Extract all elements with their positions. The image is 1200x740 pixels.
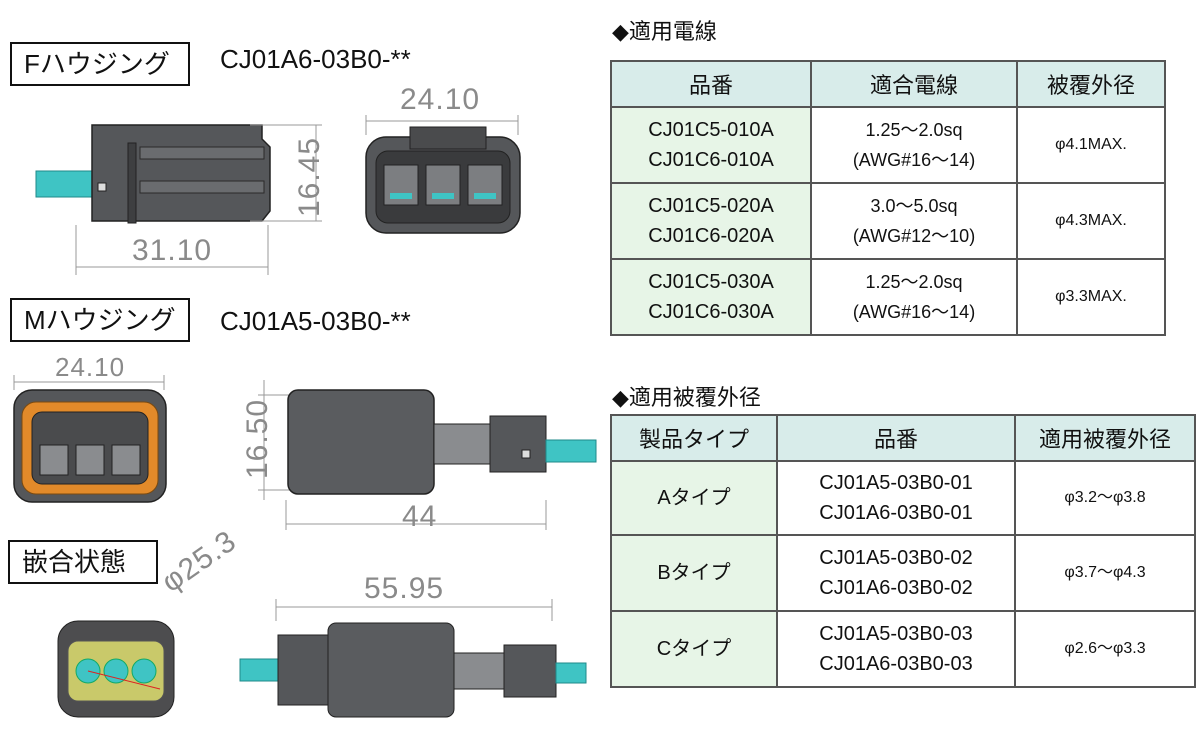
outer-diameter-cell: φ3.2～φ3.8 bbox=[1014, 460, 1196, 536]
mated-front-view bbox=[57, 620, 175, 718]
f-housing-front-view bbox=[365, 126, 521, 234]
mated-drawings bbox=[57, 599, 587, 718]
wire-size-cell: 3.0～5.0sq(AWG#12～10) bbox=[810, 182, 1018, 260]
wire-size-cell: 1.25～2.0sq(AWG#16～14) bbox=[810, 258, 1018, 336]
outer-diameter-cell: φ3.7～φ4.3 bbox=[1014, 534, 1196, 612]
f-housing-side-view bbox=[35, 124, 271, 224]
wire-table-header: 適合電線 bbox=[810, 60, 1018, 108]
f-housing-drawings bbox=[35, 115, 521, 275]
m-housing-front-view bbox=[13, 389, 167, 503]
f-housing-height-dim: 16.45 bbox=[293, 136, 327, 218]
m-housing-part-number: CJ01A5-03B0-** bbox=[220, 306, 411, 336]
outer-diameter-cell: φ4.1MAX. bbox=[1016, 106, 1166, 184]
outer-diameter-cell: φ2.6～φ3.3 bbox=[1014, 610, 1196, 688]
wire-table-title: ◆適用電線 bbox=[612, 19, 717, 44]
m-housing-drawings bbox=[13, 375, 597, 530]
product-type-cell: Aタイプ bbox=[610, 460, 778, 536]
m-housing-side-view bbox=[287, 389, 597, 495]
od-table-header: 製品タイプ bbox=[610, 414, 778, 462]
m-housing-length-dim: 44 bbox=[402, 500, 438, 533]
mated-diameter-dim: φ25.3 bbox=[155, 524, 243, 599]
outer-diameter-cell: φ3.3MAX. bbox=[1016, 258, 1166, 336]
od-table-title: ◆適用被覆外径 bbox=[612, 385, 761, 410]
m-housing-height-dim: 16.50 bbox=[241, 398, 275, 480]
od-table-header: 適用被覆外径 bbox=[1014, 414, 1196, 462]
mated-length-dim: 55.95 bbox=[364, 572, 445, 605]
f-housing-label: Fハウジング bbox=[10, 42, 190, 86]
f-housing-part-number: CJ01A6-03B0-** bbox=[220, 44, 411, 74]
f-housing-length-dim: 31.10 bbox=[132, 234, 213, 267]
wire-table-header: 品番 bbox=[610, 60, 812, 108]
product-type-cell: Bタイプ bbox=[610, 534, 778, 612]
od-table-header: 品番 bbox=[776, 414, 1016, 462]
m-housing-label: Mハウジング bbox=[10, 298, 190, 342]
product-type-cell: Cタイプ bbox=[610, 610, 778, 688]
wire-table-header: 被覆外径 bbox=[1016, 60, 1166, 108]
wire-size-cell: 1.25～2.0sq(AWG#16～14) bbox=[810, 106, 1018, 184]
f-housing-width-dim: 24.10 bbox=[400, 83, 481, 116]
m-housing-width-dim: 24.10 bbox=[55, 352, 126, 382]
mated-side-view bbox=[239, 622, 587, 718]
mated-state-label: 嵌合状態 bbox=[8, 540, 158, 584]
outer-diameter-cell: φ4.3MAX. bbox=[1016, 182, 1166, 260]
